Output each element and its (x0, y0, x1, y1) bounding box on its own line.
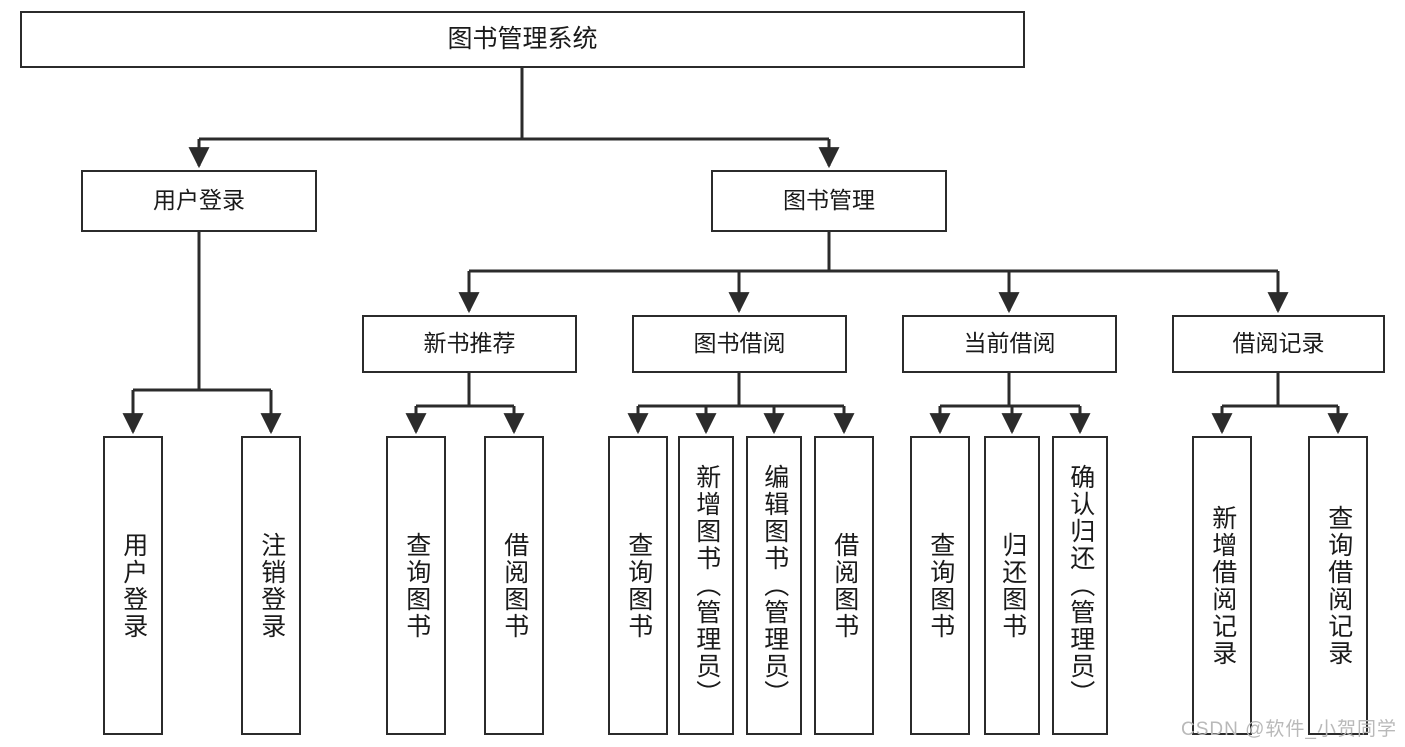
node-book-borrow-label: 图书借阅 (693, 330, 786, 357)
leaf-edit-book[interactable]: 编辑图书（管理员） (746, 436, 802, 735)
leaf-query-book-2[interactable]: 查询图书 (608, 436, 668, 735)
node-book-manage-label: 图书管理 (783, 187, 875, 214)
leaf-query-record-label: 查询借阅记录 (1324, 504, 1353, 667)
leaf-user-login-label: 用户登录 (119, 531, 148, 640)
leaf-logout[interactable]: 注销登录 (241, 436, 301, 735)
leaf-edit-book-label: 编辑图书（管理员） (760, 464, 789, 707)
leaf-confirm-return[interactable]: 确认归还（管理员） (1052, 436, 1108, 735)
leaf-borrow-book-2-label: 借阅图书 (830, 531, 859, 640)
leaf-query-book-1[interactable]: 查询图书 (386, 436, 446, 735)
node-root-label: 图书管理系统 (447, 24, 598, 53)
leaf-return-book-label: 归还图书 (998, 531, 1027, 640)
leaf-user-login[interactable]: 用户登录 (103, 436, 163, 735)
leaf-logout-label: 注销登录 (257, 531, 286, 640)
leaf-add-book-label: 新增图书（管理员） (692, 464, 721, 707)
node-user-login-label: 用户登录 (153, 187, 245, 214)
leaf-confirm-return-label: 确认归还（管理员） (1066, 464, 1095, 707)
node-current-borrow-label: 当前借阅 (963, 330, 1056, 357)
node-root[interactable]: 图书管理系统 (20, 11, 1025, 68)
node-book-manage[interactable]: 图书管理 (711, 170, 947, 232)
node-new-book-recommend-label: 新书推荐 (423, 330, 516, 357)
leaf-borrow-book-1-label: 借阅图书 (500, 531, 529, 640)
leaf-query-book-3[interactable]: 查询图书 (910, 436, 970, 735)
node-user-login[interactable]: 用户登录 (81, 170, 317, 232)
leaf-add-record-label: 新增借阅记录 (1208, 504, 1237, 667)
leaf-add-record[interactable]: 新增借阅记录 (1192, 436, 1252, 735)
leaf-add-book[interactable]: 新增图书（管理员） (678, 436, 734, 735)
leaf-query-book-1-label: 查询图书 (402, 531, 431, 640)
leaf-return-book[interactable]: 归还图书 (984, 436, 1040, 735)
node-book-borrow[interactable]: 图书借阅 (632, 315, 847, 373)
node-borrow-record-label: 借阅记录 (1232, 330, 1325, 357)
leaf-query-book-2-label: 查询图书 (624, 531, 653, 640)
node-current-borrow[interactable]: 当前借阅 (902, 315, 1117, 373)
leaf-query-book-3-label: 查询图书 (926, 531, 955, 640)
leaf-query-record[interactable]: 查询借阅记录 (1308, 436, 1368, 735)
leaf-borrow-book-1[interactable]: 借阅图书 (484, 436, 544, 735)
node-borrow-record[interactable]: 借阅记录 (1172, 315, 1385, 373)
leaf-borrow-book-2[interactable]: 借阅图书 (814, 436, 874, 735)
node-new-book-recommend[interactable]: 新书推荐 (362, 315, 577, 373)
